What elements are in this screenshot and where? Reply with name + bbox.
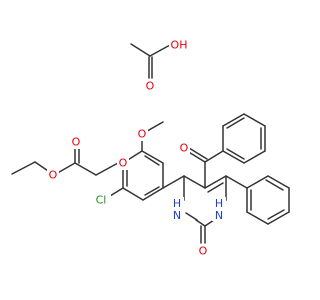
benzoyl-o-label: O (180, 142, 189, 155)
urea-o-label: O (199, 245, 208, 258)
acetic-oh-label: OH (171, 39, 188, 52)
ether-o-label: O (119, 157, 128, 170)
acetic-acid (130, 43, 171, 79)
methoxy-o-label: O (138, 128, 147, 141)
chloro-label: Cl (96, 194, 107, 207)
ester-o-label: O (49, 169, 58, 182)
phenyl-group (225, 175, 290, 225)
acetic-o-label: O (146, 80, 155, 93)
ester-carbonyl-o-label: O (72, 136, 81, 149)
benzoyl-group (186, 113, 266, 189)
ethyl-ester-chain (11, 146, 124, 176)
